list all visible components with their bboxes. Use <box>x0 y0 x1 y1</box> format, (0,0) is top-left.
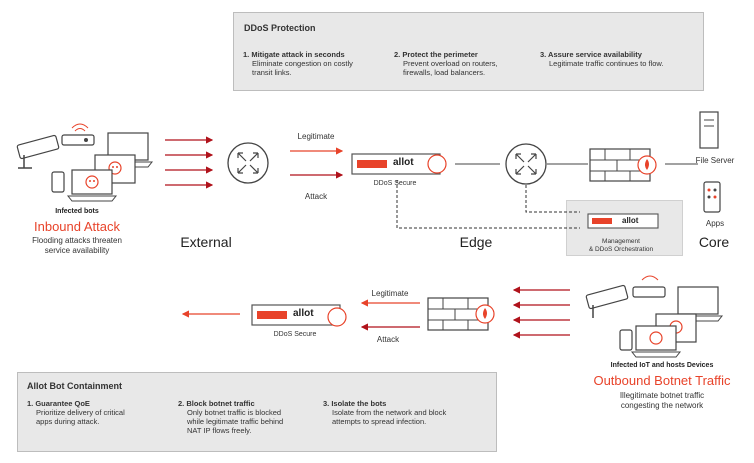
inbound-devices-cluster <box>16 123 154 202</box>
bot-item-2-detail-a: Only botnet traffic is blocked <box>187 408 282 417</box>
bot-item-3-detail-b: attempts to spread infection. <box>332 417 427 426</box>
bottom-allot-logo: allot <box>293 308 314 319</box>
bot-item-3-heading: 3. Isolate the bots <box>323 399 387 408</box>
monitor-icon <box>94 154 136 184</box>
core-router-icon <box>505 143 547 185</box>
camera-icon <box>16 134 60 169</box>
top-allot-logo: allot <box>393 157 414 168</box>
zone-external: External <box>180 234 232 250</box>
zone-core: Core <box>698 234 730 250</box>
phone-icon <box>51 171 65 193</box>
outbound-infected-label: Infected IoT and hosts Devices <box>610 362 714 369</box>
management-device-icon <box>587 213 659 229</box>
mgmt-dashed-link-2 <box>525 185 580 213</box>
ddos-item-1: 1. Mitigate attack in seconds Eliminate … <box>243 50 388 77</box>
ddos-item-1-detail-b: transit links. <box>252 68 292 77</box>
bot-item-1: 1. Guarantee QoE Prioritize delivery of … <box>27 399 177 426</box>
bottom-device-label: DDoS Secure <box>273 331 317 338</box>
file-server-icon <box>699 111 719 149</box>
laptop-infected-icon-bottom <box>630 325 682 358</box>
top-device-label: DDoS Secure <box>373 180 417 187</box>
inbound-attack-arrows <box>165 136 214 189</box>
outbound-description-a: Illegitimate botnet traffic <box>619 391 705 400</box>
apps-icon <box>703 181 721 213</box>
ddos-item-3-detail-a: Legitimate traffic continues to flow. <box>549 59 664 68</box>
file-server-label: File Server <box>695 156 735 165</box>
management-label-b: & DDoS Orchestration <box>588 246 654 253</box>
ddos-item-2-detail-b: firewalls, load balancers. <box>403 68 486 77</box>
ddos-item-2: 2. Protect the perimeter Prevent overloa… <box>394 50 539 77</box>
outbound-botnet-arrows <box>512 286 570 339</box>
ddos-item-1-detail-a: Eliminate congestion on costly <box>252 59 353 68</box>
laptop-infected-icon <box>66 169 118 202</box>
bot-containment-panel: Allot Bot Containment 1. Guarantee QoE P… <box>17 372 497 452</box>
bot-item-1-detail-b: apps during attack. <box>36 417 100 426</box>
outbound-description-b: congesting the network <box>620 401 704 410</box>
external-router-icon <box>227 142 269 184</box>
bot-item-1-detail-a: Prioritize delivery of critical <box>36 408 125 417</box>
management-label-a: Management <box>602 238 640 245</box>
top-legit-label: Legitimate <box>297 132 335 141</box>
bot-item-2-detail-b: while legitimate traffic behind <box>187 417 284 426</box>
inbound-description-b: service availability <box>44 246 110 255</box>
ddos-secure-device-top <box>351 153 447 175</box>
bot-item-3-detail-a: Isolate from the network and block <box>332 408 447 417</box>
ddos-item-3: 3. Assure service availability Legitimat… <box>540 50 700 68</box>
inbound-infected-label: Infected bots <box>55 208 99 215</box>
ddos-protection-panel: DDoS Protection 1. Mitigate attack in se… <box>233 12 704 91</box>
router-icon-bottom <box>632 275 666 298</box>
bot-item-3: 3. Isolate the bots Isolate from the net… <box>323 399 493 426</box>
apps-label: Apps <box>705 219 725 228</box>
inbound-description-a: Flooding attacks threaten <box>32 236 122 245</box>
ddos-item-1-heading: 1. Mitigate attack in seconds <box>243 50 345 59</box>
ddos-item-2-heading: 2. Protect the perimeter <box>394 50 478 59</box>
ddos-secure-device-bottom <box>251 304 347 327</box>
ddos-item-2-detail-a: Prevent overload on routers, <box>403 59 498 68</box>
bot-item-1-heading: 1. Guarantee QoE <box>27 399 90 408</box>
bot-item-2-heading: 2. Block botnet traffic <box>178 399 255 408</box>
bottom-attack-label: Attack <box>376 335 400 344</box>
bottom-legit-label: Legitimate <box>371 289 409 298</box>
top-attack-label: Attack <box>304 192 328 201</box>
outbound-title: Outbound Botnet Traffic <box>593 373 731 388</box>
router-icon <box>61 123 95 146</box>
firewall-icon-bottom <box>427 297 495 331</box>
bot-item-2-detail-c: NAT IP flows freely. <box>187 426 252 435</box>
management-allot-logo: allot <box>622 216 639 225</box>
ddos-protection-title: DDoS Protection <box>244 23 316 33</box>
phone-icon-bottom <box>619 329 633 351</box>
bot-containment-title: Allot Bot Containment <box>27 381 122 391</box>
bot-item-2: 2. Block botnet traffic Only botnet traf… <box>178 399 328 435</box>
inbound-title: Inbound Attack <box>33 219 121 234</box>
outbound-devices-cluster <box>585 275 724 358</box>
firewall-icon-top <box>589 148 657 182</box>
mgmt-dashed-link-1 <box>396 180 580 229</box>
ddos-item-3-heading: 3. Assure service availability <box>540 50 642 59</box>
camera-icon-bottom <box>585 284 629 318</box>
zone-edge: Edge <box>459 234 493 250</box>
